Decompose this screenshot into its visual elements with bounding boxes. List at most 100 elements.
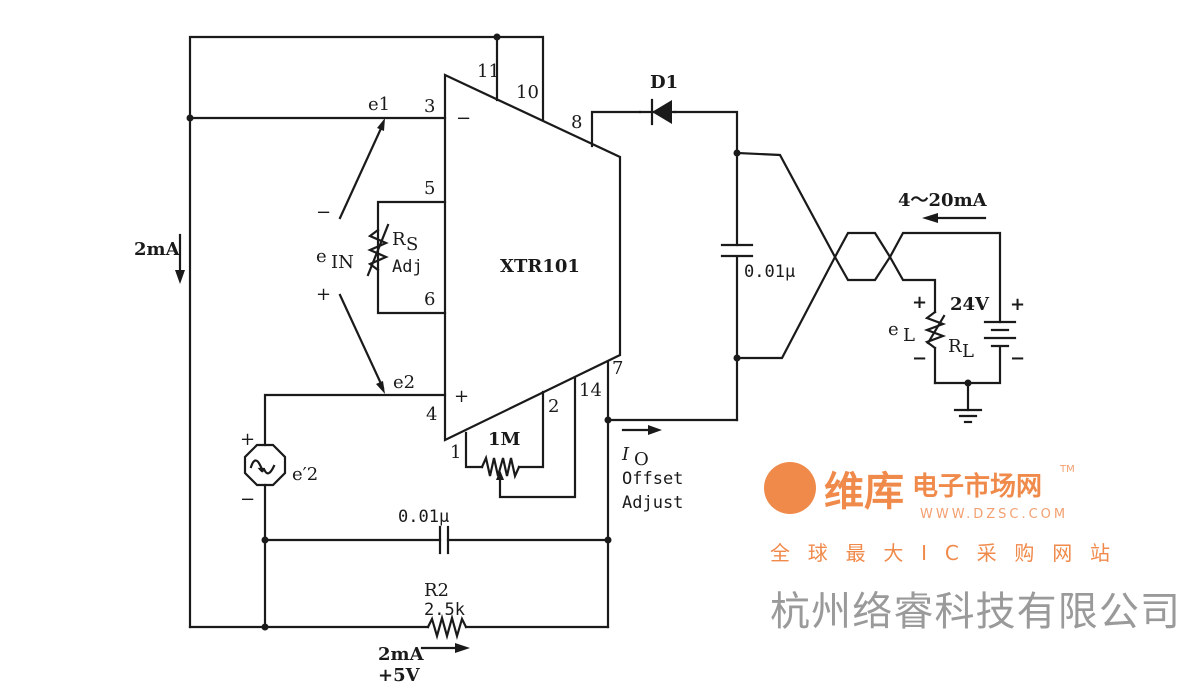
pin-minus: − (456, 108, 471, 129)
chip-label: XTR101 (500, 256, 580, 277)
watermark-slogan: 全球最大IC采购网站 (770, 541, 1110, 565)
schematic-label: R (392, 229, 406, 250)
watermark-company: 杭州络睿科技有限公司 (770, 589, 1180, 635)
schematic-label: + (912, 292, 927, 313)
schematic-element (338, 122, 385, 220)
schematic-label: + (1010, 294, 1025, 315)
schematic-label: − (912, 348, 927, 369)
watermark-brand2: 电子市场网 (912, 471, 1042, 502)
schematic-label: 7 (612, 358, 623, 379)
schematic-label: + (240, 429, 255, 450)
capacitor-right (720, 243, 754, 258)
schematic-label: L (962, 341, 974, 362)
schematic-element (338, 293, 385, 390)
schematic-label: 2mA (134, 239, 181, 260)
schematic-label: e2 (393, 372, 415, 393)
schematic-element (964, 379, 972, 387)
schematic-element (517, 390, 545, 469)
schematic-element (243, 443, 287, 487)
schematic-label: R2 (424, 580, 449, 601)
ac-source-icon (243, 443, 287, 487)
schematic-element (261, 623, 269, 631)
e2-arrow-icon (376, 381, 385, 394)
schematic-element (604, 536, 612, 544)
schematic-element (733, 149, 741, 157)
schematic-label: R (948, 336, 962, 357)
schematic-element (648, 425, 662, 435)
capacitor-bottom (438, 525, 450, 555)
wires (188, 35, 1002, 629)
watermark-tm: TM (1059, 464, 1075, 475)
schematic-label: e (888, 319, 899, 340)
schematic-label: S (406, 234, 418, 255)
rl-adjust-line (926, 314, 946, 345)
schematic-element (186, 114, 194, 122)
schematic-label: Offset (622, 469, 683, 489)
schematic-label: 2.5k (424, 600, 465, 620)
schematic-element (735, 231, 1002, 360)
xtr101-chip (443, 73, 622, 442)
schematic-label: 10 (516, 82, 539, 103)
schematic-label: 2mA (378, 644, 425, 665)
potentiometer-1m (480, 454, 521, 480)
schematic-element (493, 33, 501, 41)
io-arrow-icon (621, 425, 662, 435)
schematic-element (188, 35, 545, 122)
schematic-label: 2 (548, 396, 559, 417)
schematic-label: 4 (426, 404, 437, 425)
e1-arrow-icon (377, 118, 385, 131)
rs-adjust-arrow-icon (366, 223, 390, 277)
schematic-element (261, 536, 269, 544)
schematic-label: 0.01μ (744, 262, 795, 282)
schematic-element (590, 110, 642, 148)
schematic-label: 24V (950, 294, 990, 315)
current-arrow-bottom-icon (420, 643, 470, 653)
watermark-brand: 维库 (824, 469, 904, 515)
schematic-element (175, 270, 185, 284)
schematic-element (733, 354, 741, 362)
schematic-element (263, 393, 447, 447)
pin-plus: + (454, 386, 469, 407)
schematic-label: − (1010, 348, 1025, 369)
schematic-label: + (316, 284, 331, 305)
junctions (186, 33, 972, 631)
schematic-label: − (240, 489, 255, 510)
schematic-label: 1M (488, 429, 521, 450)
schematic-label: 1 (450, 442, 461, 463)
schematic-element (249, 459, 276, 475)
schematic-label: 3 (424, 96, 435, 117)
schematic-label: L (903, 325, 915, 346)
resistor-rl (923, 310, 947, 350)
schematic-label: O (634, 449, 649, 470)
labels: 11 10 8 3 5 6 4 1 2 14 7 e1 e2 − + e IN … (134, 61, 1025, 686)
pot-wiper-icon (496, 470, 504, 480)
schematic-label: +5V (378, 665, 421, 686)
schematic-element (922, 213, 938, 223)
schematic-label: 14 (579, 380, 602, 401)
diode-d1 (638, 98, 677, 126)
schematic-label: I (621, 444, 630, 465)
schematic-label: 6 (424, 289, 435, 310)
schematic-label: 0.01μ (398, 507, 449, 527)
schematic-element (604, 416, 612, 424)
schematic-label: e (316, 246, 327, 267)
schematic-label: e′2 (292, 464, 318, 485)
watermark-url: WWW.DZSC.COM (920, 507, 1068, 522)
schematic-element (464, 431, 484, 469)
current-arrow-left-icon (175, 233, 185, 284)
schematic-element (455, 643, 470, 653)
schematic-label: 11 (477, 61, 500, 82)
resistor-rs (367, 228, 389, 272)
watermark: 维库 电子市场网 TM WWW.DZSC.COM 全球最大IC采购网站 杭州络睿… (764, 462, 1180, 635)
schematic-label: Adj (392, 257, 423, 277)
schematic-element (735, 151, 937, 314)
schematic-label: D1 (650, 72, 678, 93)
schematic-element (498, 376, 577, 499)
schematic-label: Adjust (622, 493, 683, 513)
schematic-label: − (316, 202, 331, 223)
schematic-label: 8 (571, 112, 582, 133)
schematic-element (673, 110, 739, 247)
schematic-label: e1 (368, 94, 390, 115)
